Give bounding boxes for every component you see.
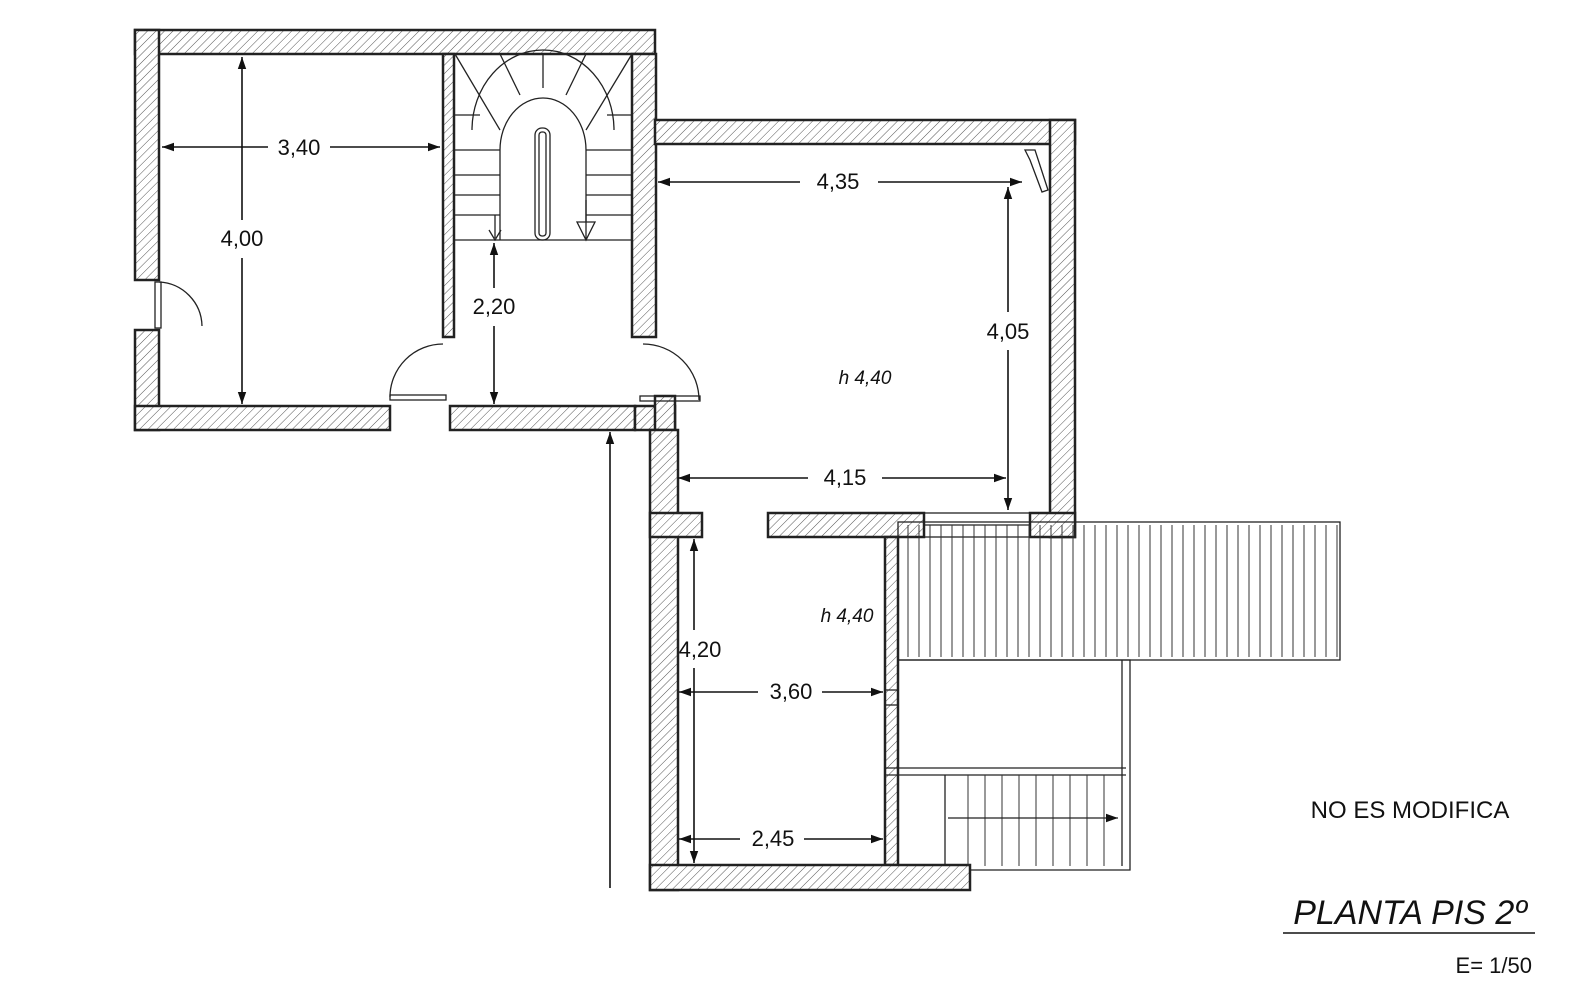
wall-left-long: [648, 428, 680, 892]
door-hall-left-leaf: [389, 394, 447, 401]
terrace-decking: [907, 525, 1338, 657]
doors: [154, 149, 1049, 706]
ceiling-height-lower: h 4,40: [821, 606, 874, 627]
dim-room-height-top-left: 4,00: [221, 226, 264, 251]
dim-lower-width-bottom: 2,45: [752, 826, 795, 851]
wall-top-upper: [133, 28, 657, 56]
wall-bottom-lower: [648, 863, 972, 892]
dim-room-width-top-left: 3,40: [278, 135, 321, 160]
wall-left-upper: [133, 28, 161, 282]
partition-stair-right: [630, 52, 658, 339]
wall-stub-left: [648, 511, 704, 539]
wall-right-main: [1048, 118, 1077, 539]
dimension-lines: [162, 57, 1022, 888]
wall-bottom-upper: [133, 404, 392, 432]
plan-title: PLANTA PIS 2º: [1293, 894, 1528, 932]
dim-hall-length: 2,20: [473, 294, 516, 319]
wall-main-bottom-right: [1028, 511, 1077, 539]
dim-main-height-right: 4,05: [987, 319, 1030, 344]
door-hall-right-leaf: [639, 395, 701, 402]
dim-lower-height: 4,20: [679, 637, 722, 662]
dim-main-width-bottom: 4,15: [824, 465, 867, 490]
ceiling-height-main: h 4,40: [839, 368, 892, 389]
dim-main-width-top: 4,35: [817, 169, 860, 194]
dim-lower-width: 3,60: [770, 679, 813, 704]
terrace-deck: [897, 521, 1341, 661]
wall-stub-right: [766, 511, 926, 539]
partition-left: [441, 52, 456, 339]
walls: [133, 28, 1077, 892]
terrace: [885, 521, 1341, 871]
wall-bottom-middle: [448, 404, 637, 432]
note-no-changes: NO ES MODIFICA: [1311, 797, 1510, 824]
staircase: [454, 49, 633, 242]
scale-label: E= 1/50: [1456, 953, 1532, 978]
wall-top-main: [653, 118, 1077, 146]
door-left-leaf: [154, 281, 162, 329]
wall-lower-right: [883, 535, 900, 867]
exterior-stair-treads: [967, 775, 1105, 866]
